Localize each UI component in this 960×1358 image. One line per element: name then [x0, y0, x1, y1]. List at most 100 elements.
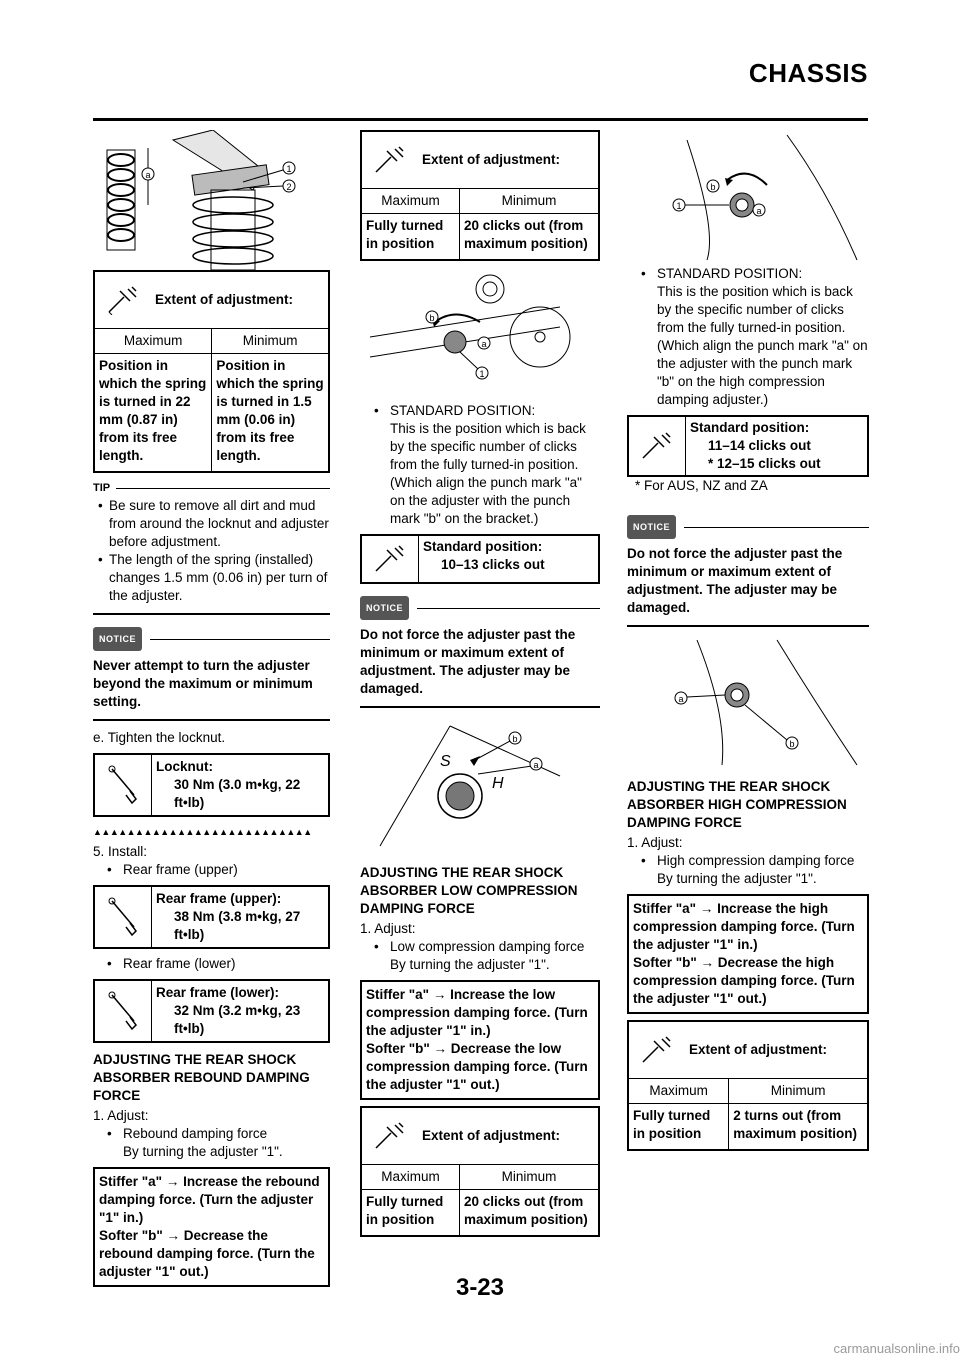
upper-title: Rear frame (upper): — [156, 891, 282, 906]
standard-text: This is the position which is back by th… — [657, 284, 868, 407]
divider — [93, 613, 330, 615]
turning-text: By turning the adjuster "1". — [123, 1144, 283, 1159]
callout-b: b — [789, 739, 794, 749]
high-heading: ADJUSTING THE REAR SHOCK ABSORBER HIGH C… — [627, 779, 847, 830]
footnote: * For AUS, NZ and ZA — [635, 478, 768, 493]
svg-text:S: S — [440, 753, 451, 770]
torque-box-lower: Rear frame (lower): 32 Nm (3.2 m•kg, 23 … — [93, 979, 330, 1043]
adjust-step: 1. Adjust: — [627, 835, 683, 850]
turning-text: By turning the adjuster "1". — [657, 871, 817, 886]
callout-1: 1 — [676, 201, 681, 211]
callout-a: a — [481, 339, 486, 349]
notice-header: NOTICE — [627, 515, 869, 539]
extent-title: Extent of adjustment: — [155, 292, 294, 307]
torque-wrench-icon — [95, 981, 152, 1041]
tip-item: Be sure to remove all dirt and mud from … — [93, 497, 330, 551]
spring-figure: a 1 2 — [93, 130, 330, 270]
stiffer-text: Stiffer "a" → Increase the high compress… — [633, 901, 855, 952]
rebound-bullet: Rebound damping force — [101, 1125, 330, 1143]
wrench-icon — [362, 536, 418, 582]
tip-item: The length of the spring (installed) cha… — [93, 551, 330, 605]
title-rule — [93, 118, 868, 121]
stiffer-text: Stiffer "a" → Increase the low compressi… — [366, 987, 588, 1038]
stiff-soft-box: Stiffer "a" → Increase the high compress… — [627, 894, 869, 1014]
lower-title: Rear frame (lower): — [156, 985, 280, 1000]
divider — [627, 625, 869, 627]
col-min: Minimum — [459, 188, 598, 214]
standard-bullet: STANDARD POSITION: — [368, 402, 600, 420]
std-title: Standard position: — [690, 420, 810, 435]
adjust-step: 1. Adjust: — [93, 1108, 149, 1123]
notice-text: Do not force the adjuster past the minim… — [627, 546, 843, 615]
wrench-icon — [629, 417, 685, 475]
notice-header: NOTICE — [93, 627, 330, 651]
upper-value: 38 Nm (3.8 m•kg, 27 ft•lb) — [174, 909, 301, 942]
callout-b: b — [429, 313, 434, 323]
extent-title: Extent of adjustment: — [422, 152, 561, 167]
lower-value: 32 Nm (3.2 m•kg, 23 ft•lb) — [174, 1003, 301, 1036]
step-5: 5. Install: — [93, 844, 148, 859]
upper-bullet: Rear frame (upper) — [101, 861, 330, 879]
page-number: 3-23 — [455, 1274, 505, 1301]
extent-min: 2 turns out (from maximum position) — [728, 1103, 867, 1149]
callout-1: 1 — [286, 164, 291, 174]
high-adjuster-figure-top: b a 1 — [627, 130, 869, 265]
column-3: b a 1 STANDARD POSITION: This is the pos… — [627, 130, 869, 1157]
extent-max: Fully turned in position — [629, 1103, 729, 1149]
high-bullet: High compression damping force — [635, 852, 869, 870]
locknut-value: 30 Nm (3.0 m•kg, 22 ft•lb) — [174, 777, 301, 810]
tip-header: TIP — [93, 479, 330, 497]
turning-text: By turning the adjuster "1". — [390, 957, 550, 972]
extent-min: 20 clicks out (from maximum position) — [459, 213, 598, 259]
wrench-icon — [95, 272, 151, 328]
standard-text: This is the position which is back by th… — [390, 421, 586, 526]
callout-1: 1 — [479, 369, 484, 379]
col-min: Minimum — [459, 1164, 598, 1190]
notice-badge: NOTICE — [93, 627, 143, 651]
extent-title: Extent of adjustment: — [422, 1128, 561, 1143]
tip-label: TIP — [93, 482, 111, 494]
step-e: e. Tighten the locknut. — [93, 730, 226, 745]
callout-2: 2 — [286, 182, 291, 192]
extent-max: Fully turned in position — [362, 213, 460, 259]
std-value-2: * 12–15 clicks out — [708, 456, 821, 471]
high-adjuster-figure-bottom: a b — [627, 635, 869, 770]
softer-text: Softer "b" → Decrease the high compressi… — [633, 955, 855, 1006]
notice-badge: NOTICE — [627, 515, 677, 539]
adjust-step: 1. Adjust: — [360, 921, 416, 936]
end-triangles: ▲▲▲▲▲▲▲▲▲▲▲▲▲▲▲▲▲▲▲▲▲▲▲▲▲▲ — [93, 827, 312, 837]
stiff-soft-box: Stiffer "a" → Increase the low compressi… — [360, 980, 600, 1100]
locknut-title: Locknut: — [156, 759, 213, 774]
torque-wrench-icon — [95, 887, 152, 947]
low-adjuster-figure: S H b a — [360, 716, 600, 856]
standard-box: Standard position: 10–13 clicks out — [360, 534, 600, 584]
lower-bullet: Rear frame (lower) — [101, 955, 330, 973]
softer-text: Softer "b" → Decrease the rebound dampin… — [99, 1228, 315, 1279]
extent-max: Position in which the spring is turned i… — [95, 353, 212, 471]
notice-badge: NOTICE — [360, 596, 410, 620]
callout-a: a — [533, 760, 538, 770]
std-title: Standard position: — [423, 539, 543, 554]
col-max: Maximum — [629, 1078, 729, 1104]
wrench-icon — [362, 132, 418, 188]
col-max: Maximum — [362, 1164, 460, 1190]
standard-box: Standard position: 11–14 clicks out * 12… — [627, 415, 869, 477]
standard-bullet: STANDARD POSITION: — [635, 265, 869, 283]
callout-b: b — [710, 182, 715, 192]
callout-a: a — [145, 170, 150, 180]
std-value-1: 11–14 clicks out — [708, 438, 811, 453]
torque-box-upper: Rear frame (upper): 38 Nm (3.8 m•kg, 27 … — [93, 885, 330, 949]
torque-box-locknut: Locknut: 30 Nm (3.0 m•kg, 22 ft•lb) — [93, 753, 330, 817]
watermark[interactable]: carmanualsonline.info — [833, 1341, 960, 1356]
low-bullet: Low compression damping force — [368, 938, 600, 956]
softer-text: Softer "b" → Decrease the low compressio… — [366, 1041, 588, 1092]
torque-wrench-icon — [95, 755, 152, 815]
extent-min: 20 clicks out (from maximum position) — [459, 1189, 598, 1235]
